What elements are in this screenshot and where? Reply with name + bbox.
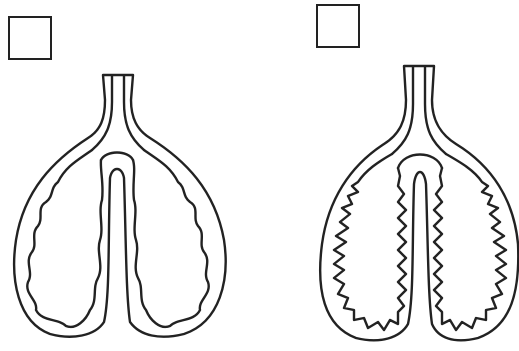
lung-complex-diagram xyxy=(320,66,518,340)
lung-simple-inner-right xyxy=(133,150,209,327)
lung-simple-inner-left xyxy=(27,150,102,327)
lung-simple-inner-notch xyxy=(101,153,133,161)
lung-simple-airway-right xyxy=(124,76,144,150)
lung-simple-airway-left xyxy=(92,76,112,150)
lung-complex-airway-right xyxy=(425,67,446,154)
lung-complex-airway-left xyxy=(392,67,413,154)
lung-complex-inner-notch xyxy=(398,155,442,169)
lung-simple-diagram xyxy=(14,75,225,337)
